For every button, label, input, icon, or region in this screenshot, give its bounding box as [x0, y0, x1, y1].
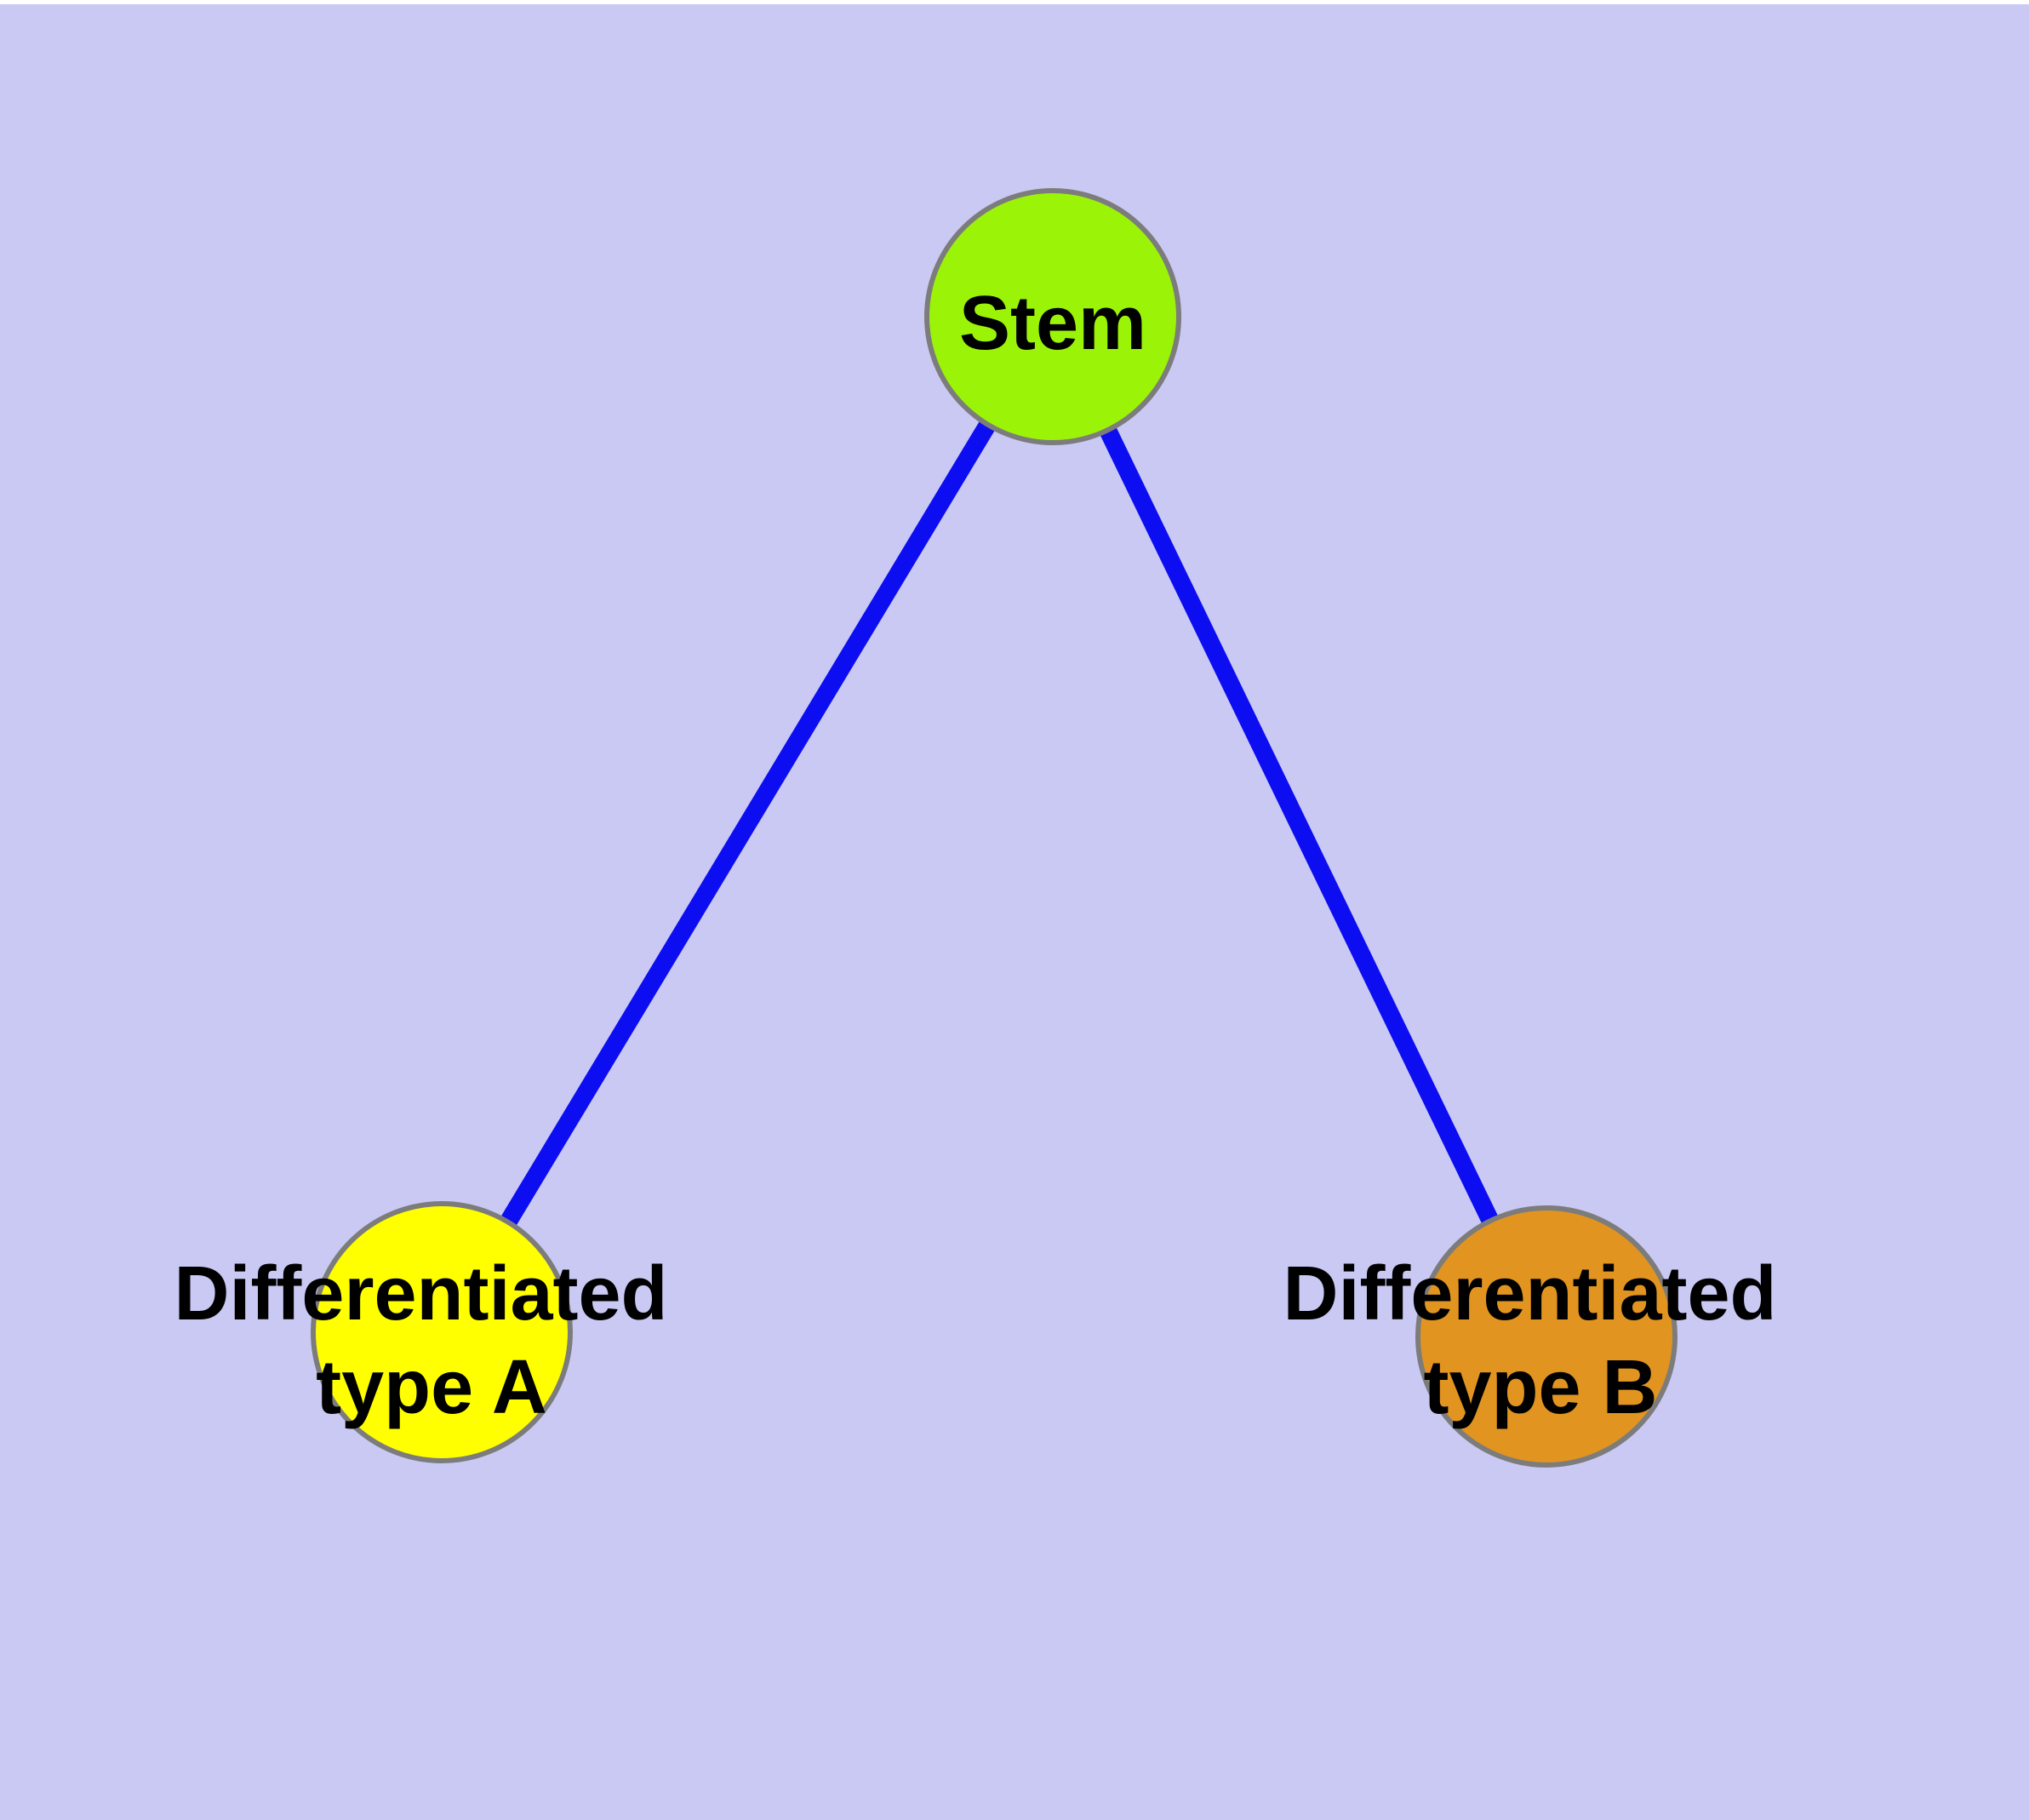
node-type-a-label: Differentiated type A — [174, 1251, 689, 1430]
node-type-a-label-line-2: type A — [316, 1345, 547, 1430]
edge-stem-to-type-b[interactable] — [1044, 312, 1555, 1341]
node-stem-label: Stem — [959, 281, 1146, 366]
edge-group — [434, 312, 1555, 1341]
node-differentiated-type-b[interactable]: Differentiated type B — [1283, 1205, 1798, 1468]
top-margin-strip — [0, 0, 2029, 4]
node-type-b-label: Differentiated type B — [1283, 1251, 1798, 1430]
edge-stem-to-type-a[interactable] — [434, 312, 1060, 1337]
node-stem-circle[interactable] — [924, 188, 1181, 445]
node-type-b-label-line-2: type B — [1423, 1345, 1657, 1430]
node-stem[interactable]: Stem — [924, 188, 1181, 445]
node-type-a-circle[interactable] — [311, 1201, 573, 1463]
node-type-b-circle[interactable] — [1415, 1205, 1677, 1468]
node-type-b-label-line-1: Differentiated — [1283, 1251, 1776, 1336]
node-differentiated-type-a[interactable]: Differentiated type A — [174, 1201, 689, 1463]
node-type-a-label-line-1: Differentiated — [174, 1251, 667, 1336]
